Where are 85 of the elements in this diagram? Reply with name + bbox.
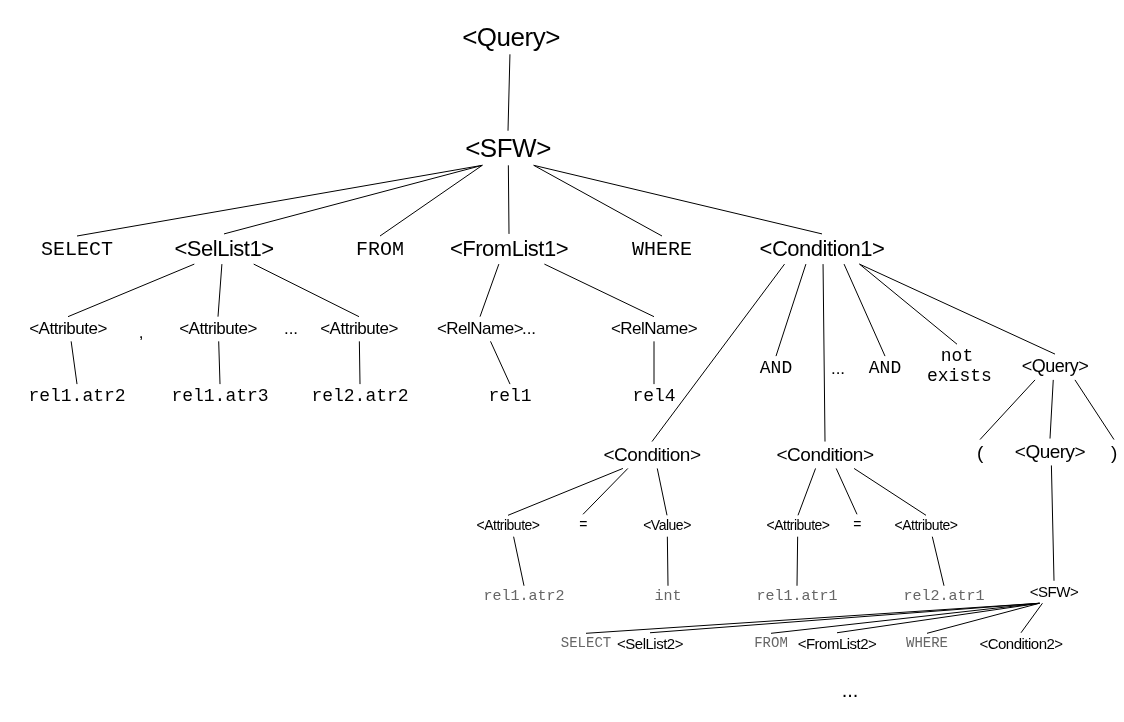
tree-branch-line <box>979 379 1036 441</box>
tree-branch-line <box>1074 379 1115 441</box>
tree-branch-line <box>651 263 786 443</box>
terminal-symbol: int <box>654 588 682 606</box>
nonterminal-symbol: <Condition1> <box>759 236 885 262</box>
nonterminal-symbol: <RelName> <box>436 319 524 339</box>
grammar-symbol-label: ... <box>841 679 859 701</box>
nonterminal-symbol: <Condition> <box>603 444 701 466</box>
nonterminal-symbol: <SFW> <box>465 133 551 163</box>
tree-branch-line <box>858 263 1056 355</box>
tree-branch-line <box>1020 602 1043 634</box>
terminal-symbol: AND <box>868 359 902 379</box>
tree-branch-line <box>533 164 823 235</box>
nonterminal-symbol: <FromList2> <box>797 635 877 653</box>
terminal-symbol: AND <box>759 359 793 379</box>
nonterminal-symbol: <Condition2> <box>979 635 1063 653</box>
tree-branch-line <box>223 164 483 235</box>
nonterminal-symbol: <Attribute> <box>179 319 257 339</box>
tree-branch-line <box>858 263 958 345</box>
nonterminal-symbol: <Query> <box>462 22 560 52</box>
grammar-symbol-label: , <box>138 323 144 343</box>
terminal-symbol: rel1.atr2 <box>28 387 126 407</box>
nonterminal-symbol: <SelList2> <box>617 635 683 653</box>
terminal-symbol: rel2.atr1 <box>903 588 985 606</box>
tree-branch-line <box>796 536 799 587</box>
tree-branch-line <box>358 340 361 385</box>
terminal-symbol: SELECT <box>41 239 113 261</box>
tree-branch-line <box>218 340 221 385</box>
tree-branch-line <box>656 467 668 516</box>
nonterminal-symbol: <Query> <box>1014 441 1086 463</box>
terminal-symbol: WHERE <box>906 636 948 652</box>
nonterminal-symbol: <Attribute> <box>766 518 830 534</box>
nonterminal-symbol: ) <box>1111 442 1117 464</box>
terminal-symbol: rel1.atr2 <box>483 588 565 606</box>
tree-branch-line <box>533 164 663 237</box>
terminal-symbol: SELECT <box>560 636 612 652</box>
tree-branch-line <box>490 340 511 385</box>
tree-branch-line <box>1050 464 1055 582</box>
tree-branch-line <box>582 467 629 515</box>
terminal-symbol: FROM <box>356 239 404 261</box>
nonterminal-symbol: <Query> <box>1021 357 1089 377</box>
grammar-symbol-label: ... <box>283 319 299 339</box>
tree-branch-line <box>479 263 500 318</box>
terminal-symbol: rel4 <box>632 387 676 407</box>
terminal-symbol: FROM <box>754 636 788 652</box>
tree-branch-line <box>1049 379 1054 440</box>
tree-branch-line <box>507 164 510 235</box>
terminal-symbol: rel1 <box>488 387 532 407</box>
nonterminal-symbol: <SFW> <box>1029 583 1079 601</box>
tree-branch-line <box>926 602 1040 634</box>
nonterminal-symbol: = <box>853 517 861 533</box>
tree-branch-line <box>822 263 826 443</box>
tree-branch-line <box>797 467 817 516</box>
tree-branch-line <box>67 263 195 318</box>
tree-branch-line <box>835 467 858 515</box>
tree-branch-line <box>843 263 886 357</box>
nonterminal-symbol: <Attribute> <box>894 518 958 534</box>
tree-branch-line <box>70 340 78 385</box>
nonterminal-symbol: <Value> <box>643 518 691 534</box>
nonterminal-symbol: <Condition> <box>776 444 874 466</box>
nonterminal-symbol: <RelName> <box>610 319 698 339</box>
grammar-symbol-label: ... <box>830 359 846 379</box>
tree-branch-line <box>507 53 511 132</box>
nonterminal-symbol: <FromList1> <box>450 236 568 262</box>
nonterminal-symbol: <SelList1> <box>174 236 274 262</box>
terminal-symbol: rel2.atr2 <box>311 387 409 407</box>
terminal-symbol: rel1.atr3 <box>171 387 269 407</box>
nonterminal-symbol: <Attribute> <box>476 518 540 534</box>
tree-branch-line <box>775 263 807 357</box>
tree-branch-line <box>653 340 655 385</box>
terminal-symbol: WHERE <box>632 239 692 261</box>
tree-branch-line <box>666 536 669 587</box>
tree-branch-line <box>543 263 655 318</box>
tree-branch-line <box>931 536 945 587</box>
tree-branch-line <box>853 467 927 516</box>
tree-branch-line <box>217 263 223 318</box>
terminal-symbol: rel1.atr1 <box>756 588 838 606</box>
nonterminal-symbol: ( <box>977 442 983 464</box>
nonterminal-symbol: <Attribute> <box>29 319 107 339</box>
tree-branch-line <box>379 164 483 237</box>
nonterminal-symbol: = <box>579 517 587 533</box>
tree-branch-line <box>253 263 360 318</box>
tree-branch-line <box>507 467 624 516</box>
nonterminal-symbol: <Attribute> <box>320 319 398 339</box>
tree-branch-line <box>513 536 525 587</box>
